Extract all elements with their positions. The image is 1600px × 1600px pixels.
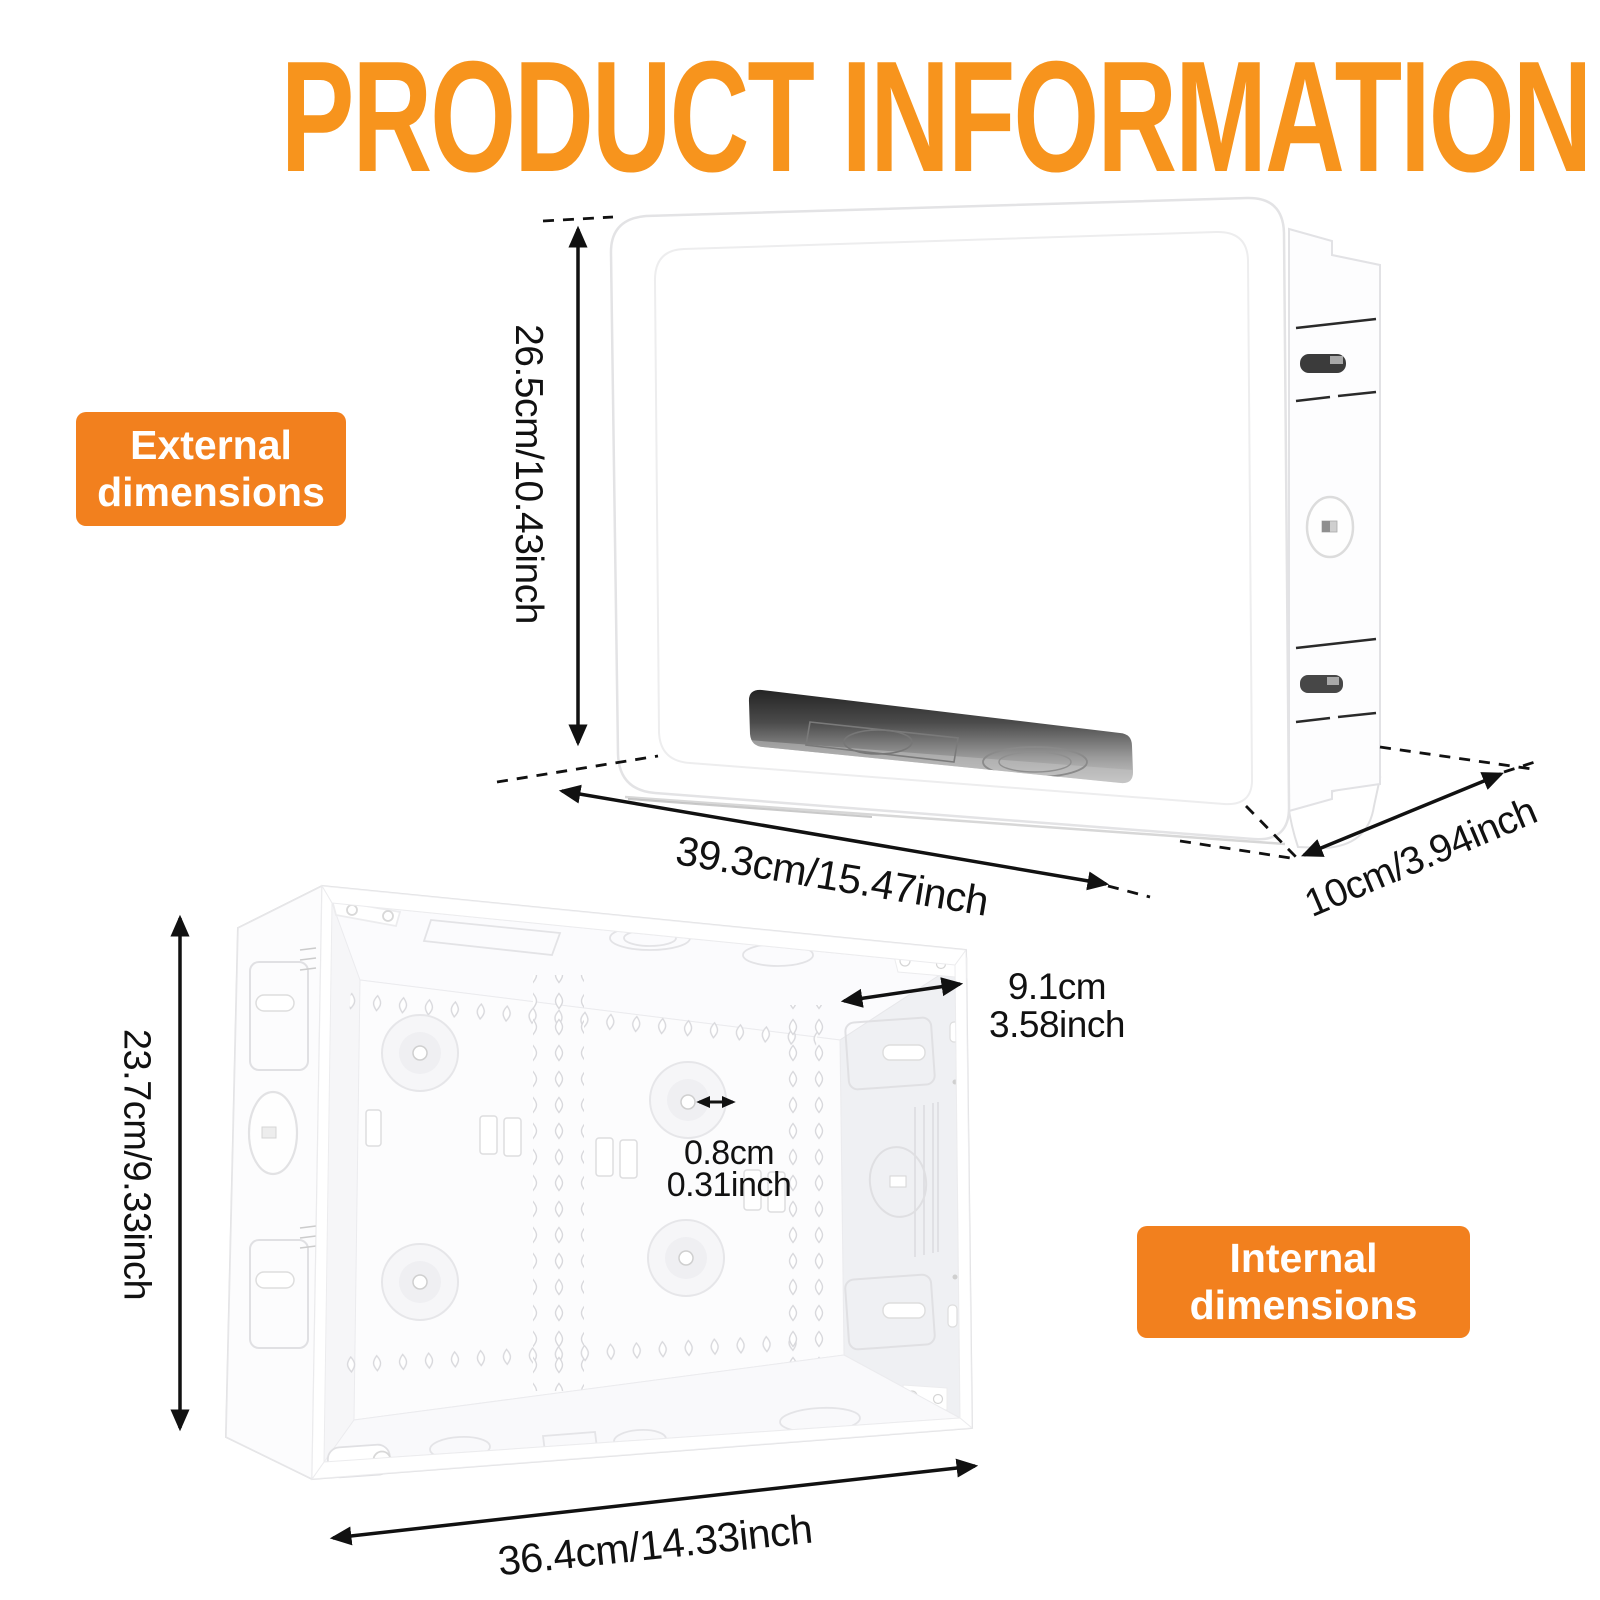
ext-depth-arrow	[1300, 772, 1505, 857]
hole-cm: 0.8cm	[683, 1134, 775, 1172]
internal-hole-size-label: 0.8cm 0.31inch	[629, 1134, 829, 1204]
page-title: PRODUCT INFORMATION	[0, 38, 1600, 196]
boss	[649, 1061, 727, 1139]
internal-side-depth-label: 9.1cm 3.58inch	[957, 968, 1157, 1044]
external-box-front-cover	[609, 196, 1291, 841]
front-cover-inner-line	[653, 230, 1254, 806]
side-panel-vent-slots	[1295, 317, 1377, 724]
ext-guide-depth-left	[1245, 805, 1298, 859]
boss	[647, 1219, 725, 1297]
external-height-label: 26.5cm/10.43inch	[507, 324, 550, 624]
side-depth-inch: 3.58inch	[989, 1004, 1125, 1045]
int-width-arrow	[329, 1458, 979, 1546]
internal-height-label: 23.7cm/9.33inch	[115, 1028, 158, 1301]
boss	[381, 1243, 459, 1321]
ext-guide-depth-far	[1379, 745, 1533, 771]
back-panel-perforations	[339, 975, 827, 1391]
ext-guide-depth-extension	[1503, 758, 1542, 774]
page-title-text: PRODUCT INFORMATION	[280, 29, 1593, 205]
side-panel-slot-upper-notch	[1330, 356, 1343, 364]
ext-guide-bottom-left	[496, 754, 659, 784]
back-panel-bosses	[381, 1014, 727, 1321]
side-depth-cm: 9.1cm	[1007, 966, 1107, 1007]
external-dimension-lines	[496, 215, 1542, 899]
ext-guide-top-left	[542, 215, 614, 223]
badge-line: Internal	[1229, 1235, 1378, 1281]
internal-dimension-lines	[170, 914, 979, 1546]
side-panel-slot-lower-notch	[1327, 677, 1339, 685]
internal-dimensions-badge: Internal dimensions	[1137, 1226, 1470, 1338]
side-panel-knockout-tab-dark	[1322, 521, 1330, 532]
boss	[381, 1014, 459, 1092]
left-wall-details	[247, 947, 317, 1349]
external-dimensions-badge: External dimensions	[76, 412, 346, 526]
int-side-depth-arrow	[840, 977, 964, 1008]
back-panel-slots	[365, 1109, 786, 1213]
ext-guide-width-extension	[1107, 884, 1151, 899]
ext-width-arrow	[558, 784, 1110, 891]
badge-line: dimensions	[1189, 1282, 1418, 1328]
badge-line: External	[130, 422, 292, 468]
internal-box-image	[224, 884, 974, 1481]
badge-line: dimensions	[97, 469, 325, 515]
external-box-image	[609, 196, 1382, 850]
hole-inch: 0.31inch	[666, 1166, 792, 1204]
